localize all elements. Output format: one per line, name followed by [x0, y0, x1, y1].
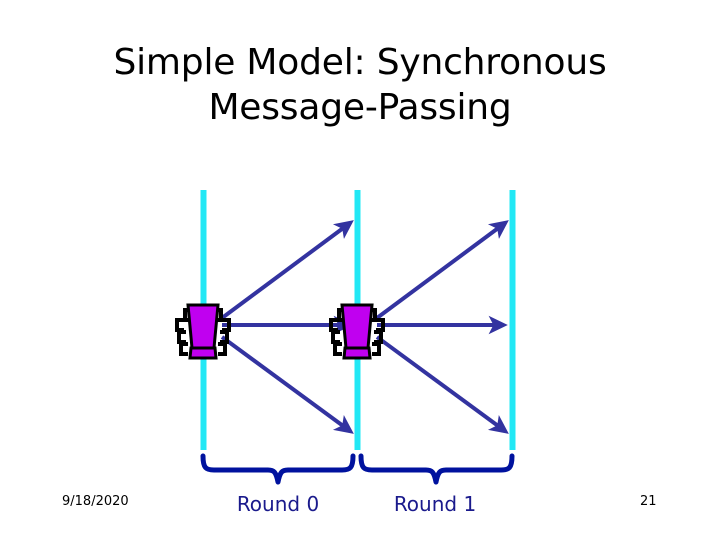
process-node-round-0	[173, 303, 233, 360]
message-arrow-down-round-1	[375, 335, 509, 434]
braces-group	[200, 453, 515, 485]
process-nodes-group	[173, 303, 387, 360]
slide-title: Simple Model: Synchronous Message-Passin…	[113, 42, 607, 128]
messages-round-0	[220, 220, 354, 434]
message-arrow-up-round-1	[375, 220, 509, 320]
messages-round-1	[375, 220, 509, 434]
round-label-1: Round 1	[393, 492, 477, 516]
brace-round-0	[200, 453, 356, 485]
round-label-0: Round 0	[236, 492, 320, 516]
message-arrow-up-round-0	[220, 220, 354, 320]
footer-date: 9/18/2020	[62, 494, 129, 509]
brace-round-1	[358, 453, 515, 485]
footer-page-number: 21	[640, 494, 657, 509]
message-arrow-down-round-0	[220, 335, 354, 434]
process-node-round-1	[327, 303, 387, 360]
